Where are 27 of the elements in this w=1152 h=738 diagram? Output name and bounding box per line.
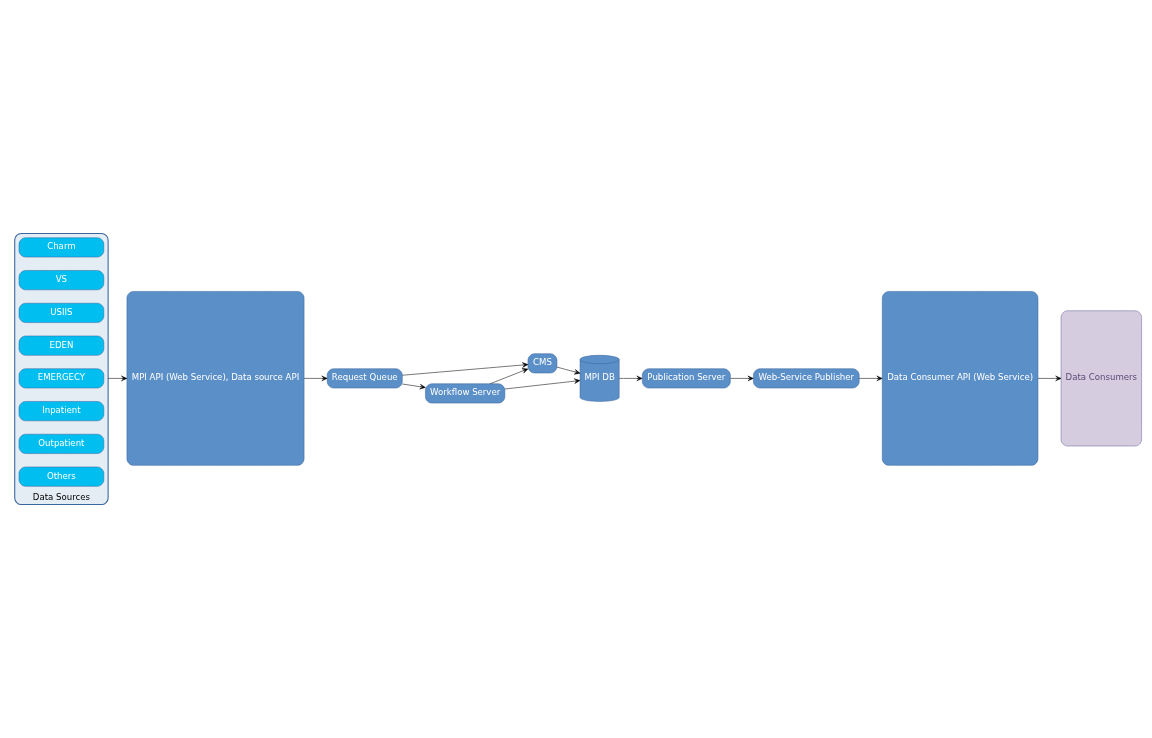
arrow [402,362,529,376]
node-box: Charm [18,237,105,258]
node-box: USIIS [18,302,105,323]
arrow [858,375,883,382]
arrow [730,375,754,382]
node-box: Outpatient [18,433,105,454]
node-box: Data Consumers [1060,310,1142,447]
node-box: VS [18,270,105,291]
arrow [303,375,328,382]
arrow [1037,375,1062,382]
node-box: Inpatient [18,401,105,422]
node-box: Web-Service Publisher [753,368,860,389]
arrow [402,383,426,390]
node-box: EDEN [18,335,105,356]
arrow [107,375,128,382]
node-box: Publication Server [642,368,731,389]
node-box: Request Queue [326,368,403,389]
node-box: Workflow Server [425,383,506,404]
arrow [489,368,529,384]
node-box: Data Consumer API (Web Service) [882,291,1039,466]
node-box: MPI API (Web Service), Data source API [126,291,305,466]
arrow [556,366,581,375]
arrow [504,378,581,390]
arrow [619,375,643,382]
node-box: EMERGECY [18,368,105,389]
node-box: CMS [527,353,558,374]
node-box: Others [18,466,105,487]
